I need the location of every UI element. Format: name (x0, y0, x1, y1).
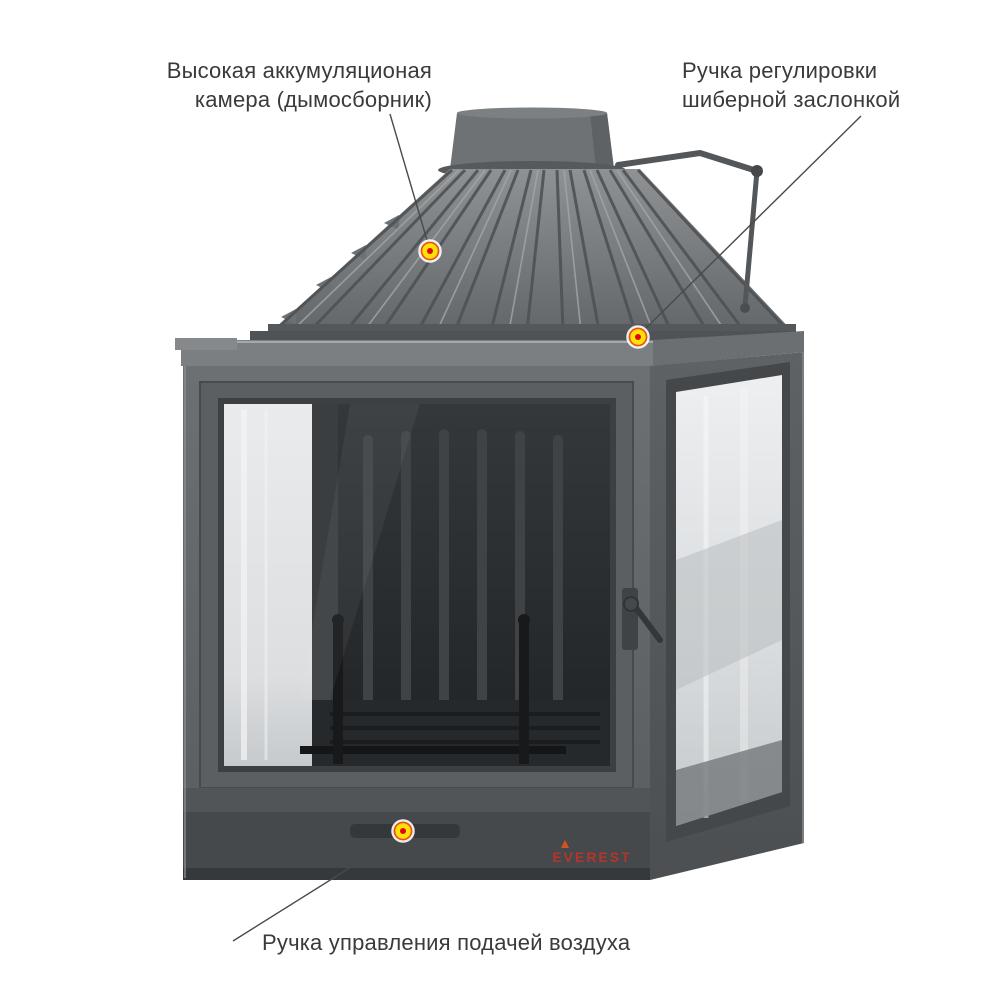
label-damper-handle: Ручка регулировки шиберной заслонкой (682, 56, 900, 114)
label-air-control-text: Ручка управления подачей воздуха (262, 930, 631, 955)
andirons (332, 614, 530, 764)
firebox-interior (300, 404, 610, 766)
marker-damper (626, 325, 650, 349)
door-handle (622, 588, 663, 650)
label-damper-handle-line1: Ручка регулировки (682, 58, 878, 83)
label-damper-handle-line2: шиберной заслонкой (682, 87, 901, 113)
label-accumulation-chamber: Высокая аккумуляционая камера (дымосборн… (100, 56, 432, 114)
front-glass-left (224, 404, 312, 766)
base-panel (183, 366, 650, 880)
brand-logo: EVEREST (552, 840, 631, 865)
top-cornice (175, 331, 804, 366)
label-air-control: Ручка управления подачей воздуха (262, 928, 630, 957)
label-accumulation-chamber-line1: Высокая аккумуляционая (166, 58, 432, 83)
callout-lines (232, 113, 862, 942)
marker-chamber (418, 239, 442, 263)
callout-line-chamber (389, 113, 430, 248)
callout-line-air (232, 834, 403, 942)
flue-collar (438, 107, 626, 179)
brand-text: EVEREST (552, 849, 631, 865)
front-panel: EVEREST (183, 366, 663, 880)
side-panel (650, 352, 804, 880)
callout-line-damper (642, 115, 862, 332)
marker-air (391, 819, 415, 843)
smoke-hood (268, 168, 796, 336)
brand-flame-icon (561, 840, 569, 848)
label-accumulation-chamber-line2: камера (дымосборник) (194, 87, 432, 113)
